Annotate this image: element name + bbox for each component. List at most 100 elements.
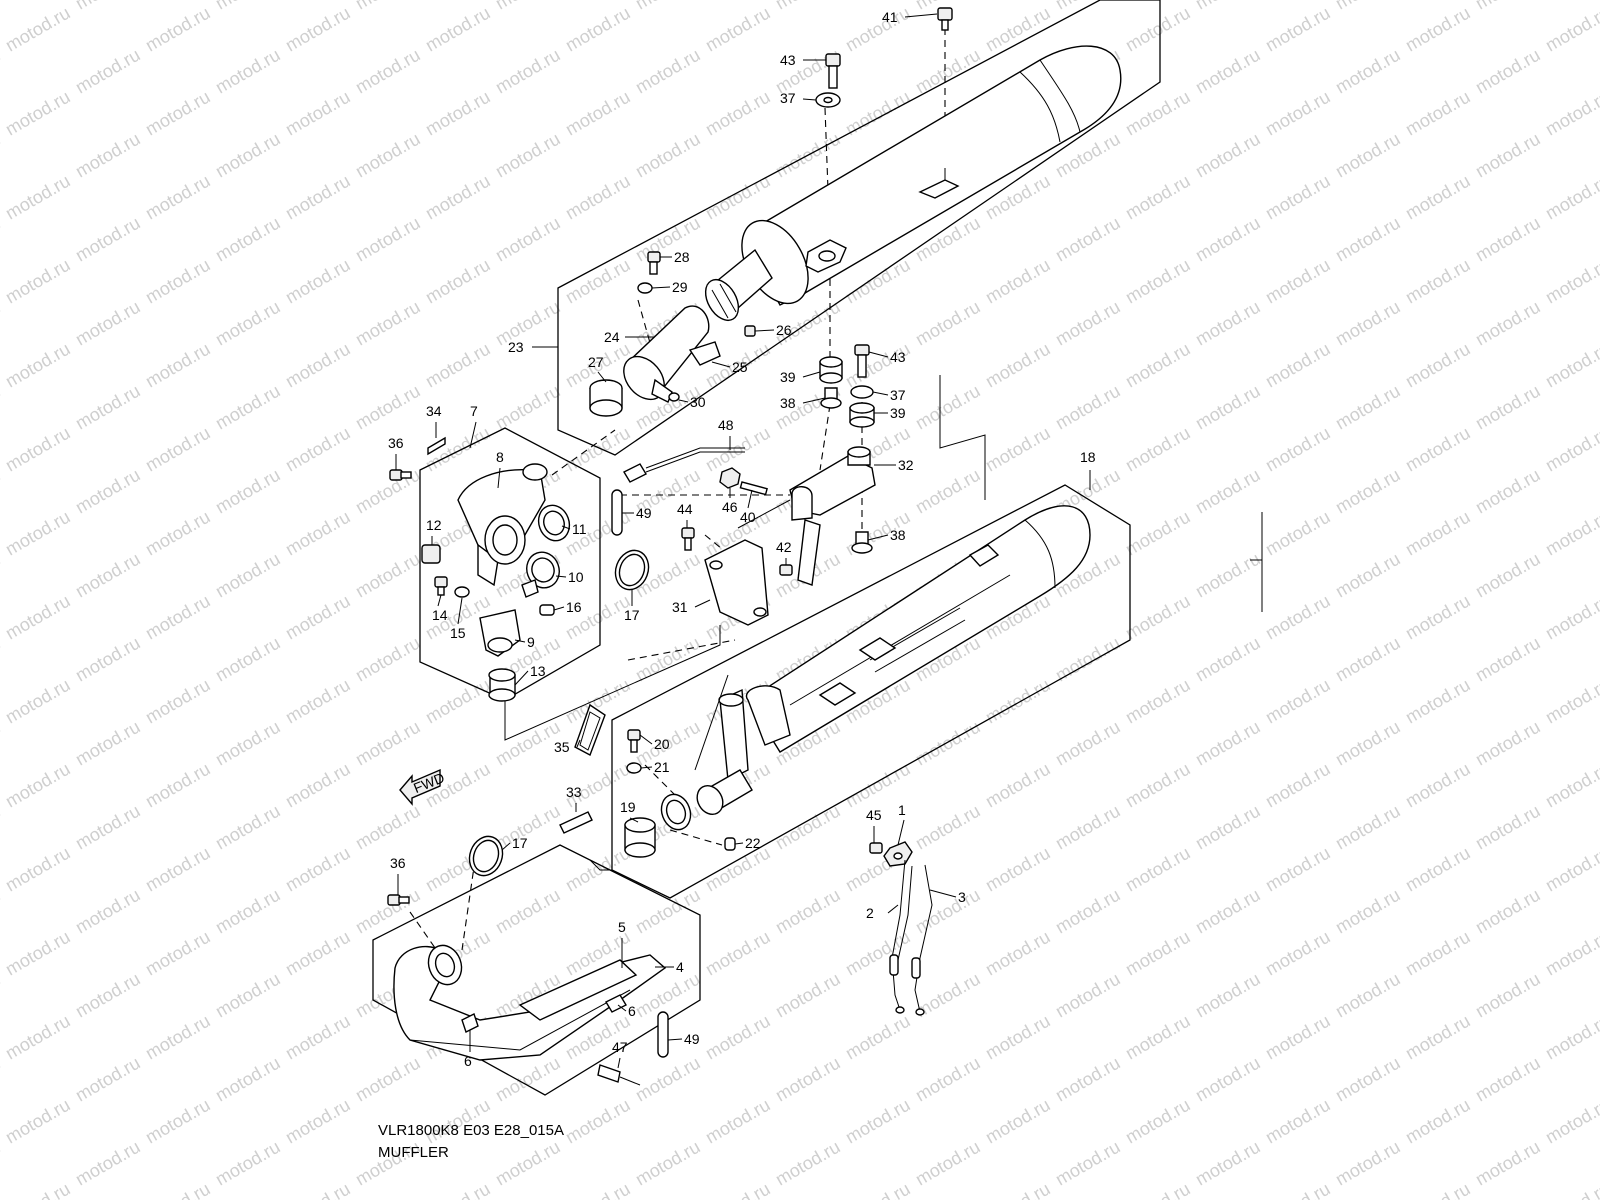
callout-number: 33 (566, 784, 582, 800)
watermark-text: motod.ru (982, 3, 1054, 56)
callout-number: 38 (780, 395, 796, 411)
watermark-text: motod.ru (1262, 675, 1334, 728)
watermark-text: motod.ru (0, 297, 4, 350)
watermark-text: motod.ru (142, 1095, 214, 1148)
watermark-text: motod.ru (912, 297, 984, 350)
callout-number: 32 (898, 457, 914, 473)
watermark-text: motod.ru (1192, 1053, 1264, 1106)
watermark-text: motod.ru (1332, 969, 1404, 1022)
callout-10: 10 (555, 569, 584, 585)
watermark-text: motod.ru (282, 1011, 354, 1064)
watermark-text: motod.ru (1262, 507, 1334, 560)
watermark-text: motod.ru (212, 885, 284, 938)
callout-leader (867, 534, 889, 541)
watermark-text: motod.ru (422, 171, 494, 224)
callout-number: 36 (390, 855, 406, 871)
watermark-text: motod.ru (1402, 171, 1474, 224)
callout-number: 9 (527, 634, 535, 650)
watermark-text: motod.ru (1472, 297, 1544, 350)
watermark-text: motod.ru (632, 213, 704, 266)
callout-6a: 6 (617, 1003, 636, 1019)
callout-number: 31 (672, 599, 688, 615)
watermark-text: motod.ru (492, 45, 564, 98)
callout-9: 9 (514, 634, 535, 650)
watermark-text: motod.ru (1402, 87, 1474, 140)
watermark-text: motod.ru (1332, 885, 1404, 938)
watermark-text: motod.ru (1332, 633, 1404, 686)
callout-leader (497, 467, 501, 489)
watermark-text: motod.ru (562, 1179, 634, 1200)
watermark-text: motod.ru (1542, 1179, 1600, 1200)
watermark-text: motod.ru (1122, 3, 1194, 56)
watermark-text: motod.ru (982, 1095, 1054, 1148)
watermark-text: motod.ru (982, 1179, 1054, 1200)
callout-number: 30 (690, 394, 706, 410)
watermark-text: motod.ru (1192, 213, 1264, 266)
watermark-text: motod.ru (702, 1095, 774, 1148)
watermark-text: motod.ru (1332, 1053, 1404, 1106)
callout-2: 2 (866, 904, 899, 921)
callout-leader (747, 489, 753, 509)
callout-number: 34 (426, 403, 442, 419)
watermark-text: motod.ru (1472, 381, 1544, 434)
watermark-text: motod.ru (842, 339, 914, 392)
callout-number: 35 (554, 739, 570, 755)
watermark-text: motod.ru (562, 1095, 634, 1148)
assembly-frames (372, 0, 1263, 1096)
connector-pipe-24 (589, 305, 721, 417)
watermark-text: motod.ru (2, 255, 74, 308)
watermark-text: motod.ru (1052, 969, 1124, 1022)
watermark-text: motod.ru (282, 339, 354, 392)
watermark-text: motod.ru (422, 675, 494, 728)
watermark-text: motod.ru (0, 717, 4, 770)
callout-leader (897, 819, 905, 846)
callout-number: 43 (890, 349, 906, 365)
watermark-text: motod.ru (2, 675, 74, 728)
watermark-text: motod.ru (492, 213, 564, 266)
watermark-text: motod.ru (1542, 843, 1600, 896)
watermark-text: motod.ru (1122, 507, 1194, 560)
muffler-bracket-32 (719, 446, 876, 586)
watermark-text: motod.ru (142, 339, 214, 392)
watermark-text: motod.ru (2, 1095, 74, 1148)
callout-number: 40 (740, 509, 756, 525)
watermark-text: motod.ru (842, 1179, 914, 1200)
callout-17a: 17 (624, 590, 640, 623)
watermark-text: motod.ru (1472, 801, 1544, 854)
watermark-text: motod.ru (1472, 633, 1544, 686)
watermark-text: motod.ru (1122, 591, 1194, 644)
fasteners-upper (637, 7, 953, 402)
callout-24: 24 (604, 329, 655, 345)
callout-22: 22 (734, 835, 761, 851)
frame-rear-muffler (557, 0, 1161, 456)
watermark-text: motod.ru (72, 801, 144, 854)
callout-leader (694, 599, 711, 608)
watermark-text: motod.ru (912, 801, 984, 854)
callout-20: 20 (639, 734, 670, 752)
watermark-text: motod.ru (1192, 885, 1264, 938)
watermark-text: motod.ru (1472, 717, 1544, 770)
watermark-text: motod.ru (912, 885, 984, 938)
watermark-text: motod.ru (2, 171, 74, 224)
watermark-text: motod.ru (142, 171, 214, 224)
callout-leader (514, 670, 529, 686)
watermark-text: motod.ru (562, 87, 634, 140)
callout-leader (802, 371, 821, 378)
callout-number: 46 (722, 499, 738, 515)
watermark-text: motod.ru (1192, 0, 1264, 13)
callout-number: 1 (898, 802, 906, 818)
watermark-text: motod.ru (1472, 465, 1544, 518)
watermark-text: motod.ru (1402, 675, 1474, 728)
callout-number: 39 (890, 405, 906, 421)
watermark-text: motod.ru (352, 213, 424, 266)
watermark-text: motod.ru (282, 171, 354, 224)
watermark-text: motod.ru (492, 381, 564, 434)
callout-33: 33 (566, 784, 582, 812)
watermark-text: motod.ru (1262, 87, 1334, 140)
watermark-text: motod.ru (1332, 129, 1404, 182)
callout-number: 44 (677, 501, 693, 517)
watermark-text: motod.ru (212, 297, 284, 350)
watermark-text: motod.ru (142, 423, 214, 476)
watermark-text: motod.ru (72, 1137, 144, 1190)
callout-number: 28 (674, 249, 690, 265)
